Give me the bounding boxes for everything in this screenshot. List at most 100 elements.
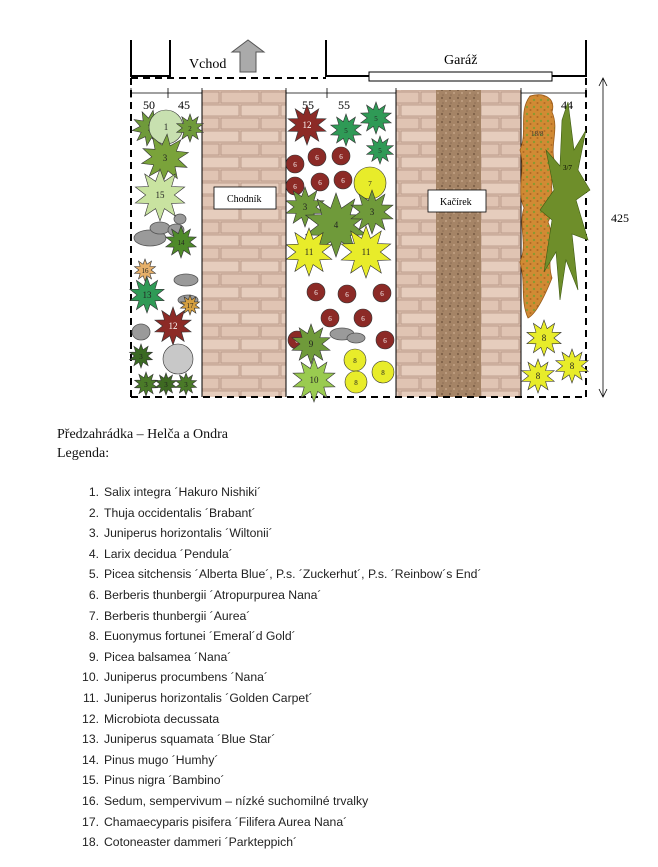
garden-plan: Vchod Garáž 50 45 108 55 55 243 44 425 C…	[128, 39, 629, 403]
legend-item: 16.Sedum, sempervivum – nízké suchomilné…	[82, 793, 369, 808]
plant-label: 8	[536, 371, 541, 381]
plant-symbol	[133, 258, 157, 282]
plant-label: 11	[305, 247, 314, 257]
plant-symbol	[554, 348, 590, 384]
plant-symbol	[285, 227, 333, 277]
plant-label: 2	[188, 125, 192, 133]
legend-item: 2.Thuja occidentalis ´Brabant´	[88, 505, 256, 520]
depth-label: 425	[611, 211, 629, 225]
plant-label: 7	[368, 180, 372, 188]
plant-label: 16	[142, 267, 150, 275]
plant-symbol	[291, 323, 331, 365]
plant-symbol	[337, 284, 357, 304]
plant-symbol	[359, 101, 393, 135]
plant-label: 6	[293, 183, 297, 191]
plant-symbol	[350, 189, 394, 235]
plan-title: Předzahrádka – Helča a Ondra	[57, 427, 229, 442]
plant-symbol	[329, 113, 363, 147]
plant-label: 6	[361, 315, 365, 323]
decorative-stones	[131, 213, 366, 344]
legend-item: 14.Pinus mugo ´Humhy´	[82, 752, 219, 767]
plant-label: 17	[187, 302, 195, 310]
legend-item: 12.Microbiota decussata	[82, 711, 220, 726]
plant-label: 3	[370, 207, 375, 217]
plant-label: 8	[354, 379, 358, 387]
plant-label: 5	[374, 115, 378, 123]
plant-symbol	[134, 168, 186, 222]
entrance-arrow	[230, 39, 266, 73]
plant-symbol	[344, 370, 368, 394]
entrance-label: Vchod	[189, 57, 226, 72]
plant-symbol	[285, 154, 305, 174]
plant-label: 11	[362, 247, 371, 257]
plant-label: 3	[164, 381, 168, 389]
plant-label: 6	[328, 315, 332, 323]
plant-symbol	[292, 357, 336, 403]
plant-label: 8	[542, 333, 547, 343]
plant-symbol	[174, 372, 198, 396]
plant-label: 6	[293, 161, 297, 169]
width-label: 55	[302, 98, 314, 112]
plant-label: 6	[314, 289, 318, 297]
plant-label: 6	[341, 177, 345, 185]
plant-symbol	[287, 104, 327, 146]
legend-item: 5.Picea sitchensis ´Alberta Blue´, P.s. …	[88, 567, 482, 582]
width-label: 55	[338, 98, 350, 112]
legend-item: 10.Juniperus procumbens ´Nana´	[82, 670, 268, 685]
plant-symbol	[164, 225, 198, 259]
legend-item: 3.Juniperus horizontalis ´Wiltonii´	[88, 526, 273, 541]
garage-door-bar	[368, 71, 553, 82]
plant-symbol	[340, 225, 392, 279]
legend-item: 4.Larix decidua ´Pendula´	[88, 546, 233, 561]
plant-label: 6	[315, 154, 319, 162]
plant-label: 3	[139, 353, 143, 361]
legend-item: 13.Juniperus squamata ´Blue Star´	[82, 732, 276, 747]
plant-label: 5	[344, 127, 348, 135]
gravel-strip	[436, 90, 481, 397]
plant-symbol	[310, 172, 330, 192]
plant-symbol	[353, 308, 373, 328]
plant-symbol	[372, 283, 392, 303]
plant-symbol	[333, 170, 353, 190]
path-edges	[201, 90, 522, 397]
gravel-label-box	[427, 189, 487, 213]
width-label: 45	[178, 98, 190, 112]
plant-label: 8	[570, 361, 575, 371]
plant-label: 4	[334, 220, 339, 230]
plant-symbol	[306, 282, 326, 302]
plant-label: 15	[156, 190, 166, 200]
gravel-label: Kačírek	[440, 197, 472, 208]
plant-label: 10	[310, 375, 320, 385]
plant-symbol	[375, 330, 395, 350]
plant-label: 5	[378, 147, 382, 155]
legend-item: 18.Cotoneaster dammeri ´Parkteppich´	[82, 835, 298, 850]
plant-label: 18/8	[531, 130, 544, 138]
garage-label: Garáž	[444, 53, 477, 68]
legend-item: 15.Pinus nigra ´Bambino´	[82, 773, 225, 788]
plant-label: 3	[184, 381, 188, 389]
plant-symbol	[154, 372, 178, 396]
plant-label: 9	[309, 339, 314, 349]
legend-item: 1.Salix integra ´Hakuro Nishiki´	[88, 485, 262, 499]
plant-symbol	[331, 146, 351, 166]
plant-symbol	[365, 135, 395, 165]
plant-label: 3/7	[563, 164, 572, 172]
plant-label: 3	[163, 153, 168, 163]
plant-symbol	[526, 319, 562, 357]
legend-item: 7.Berberis thunbergii ´Aurea´	[88, 608, 251, 623]
plant-symbol	[162, 343, 194, 375]
plant-symbol	[175, 113, 205, 143]
path-label-box	[213, 186, 277, 210]
plant-symbol	[320, 308, 340, 328]
plant-symbol	[128, 343, 154, 369]
path-label: Chodník	[227, 194, 261, 205]
plant-label: 12	[303, 120, 312, 130]
plant-label: 3	[303, 202, 308, 212]
plant-label: 13	[143, 290, 153, 300]
legend-item: 11.Juniperus horizontalis ´Golden Carpet…	[82, 690, 313, 705]
legend-heading: Legenda:	[57, 446, 110, 461]
plant-label: 3	[144, 381, 148, 389]
plant-label: 8	[353, 357, 357, 365]
plant-label: 14	[178, 239, 186, 247]
depth-dimension	[598, 77, 608, 398]
